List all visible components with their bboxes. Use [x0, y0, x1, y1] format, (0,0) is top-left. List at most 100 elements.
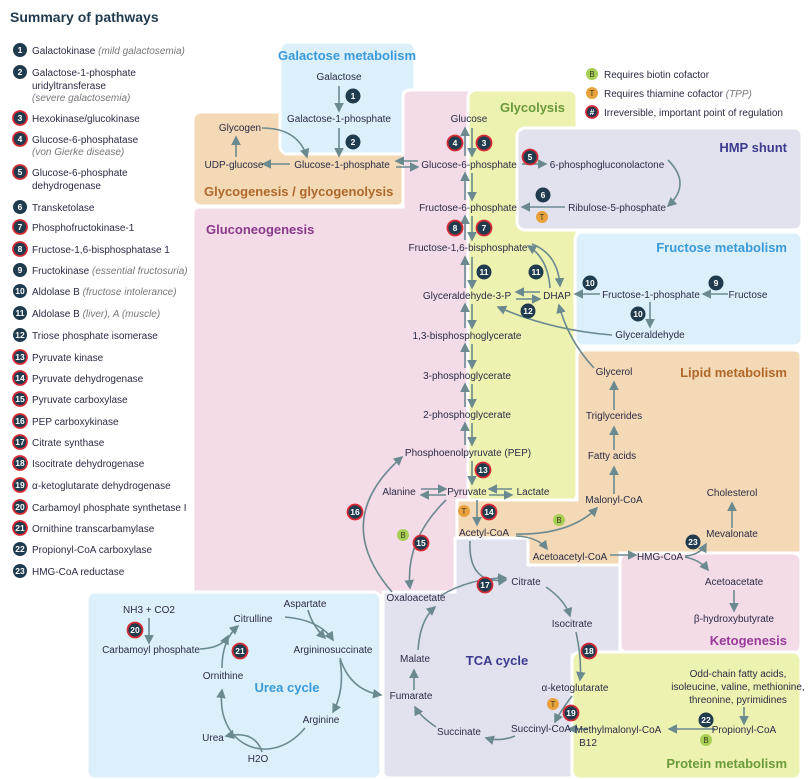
legend-thiamine: Requires thiamine cofactor (TPP): [604, 89, 752, 100]
svg-text:2: 2: [18, 67, 23, 77]
metabolite-malonyl-coa: Malonyl-CoA: [585, 495, 643, 506]
region-title-glycogen: Glycogenesis / glycogenolysis: [204, 184, 393, 199]
enzyme-number-badge: 11: [13, 306, 27, 320]
region-title-hmp: HMP shunt: [719, 140, 787, 155]
enzyme-number-badge: 13: [12, 349, 28, 365]
enzyme-number-badge: 6: [13, 200, 27, 214]
metabolite-methylmalonyl-coa: Methylmalonyl-CoA: [575, 725, 662, 736]
thiamine-badge: T: [536, 211, 548, 223]
enzyme-badge-5: 5: [521, 148, 539, 166]
enzyme-name: Citrate synthase: [32, 438, 105, 449]
region-title-glycolysis: Glycolysis: [500, 100, 565, 115]
svg-text:1: 1: [351, 91, 356, 101]
metabolite-2-phosphoglycerate: 2-phosphoglycerate: [423, 410, 511, 421]
svg-text:12: 12: [523, 306, 533, 316]
enzyme-name: Fructokinase (essential fructosuria): [32, 266, 188, 277]
metabolite-citrulline: Citrulline: [234, 614, 273, 625]
enzyme-name: Glucose-6-phosphatase: [32, 135, 139, 146]
metabolite-lactate: Lactate: [517, 487, 550, 498]
metabolite-glucose: Glucose: [451, 114, 488, 125]
svg-text:5: 5: [18, 167, 23, 177]
svg-text:B: B: [400, 531, 405, 540]
svg-text:6: 6: [18, 202, 23, 212]
metabolite-triglycerides: Triglycerides: [586, 411, 642, 422]
svg-text:10: 10: [15, 286, 25, 296]
enzyme-badge-17: 17: [476, 576, 494, 594]
svg-text:9: 9: [18, 265, 23, 275]
region-hmp: [515, 126, 804, 232]
svg-text:23: 23: [15, 566, 25, 576]
metabolite-urea: Urea: [202, 733, 224, 744]
svg-text:3: 3: [482, 138, 487, 148]
thiamine-badge: T: [458, 505, 470, 517]
enzyme-note: (von Gierke disease): [32, 147, 124, 158]
enzyme-name: Ornithine transcarbamylase: [32, 524, 155, 535]
svg-text:1: 1: [18, 45, 23, 55]
enzyme-legend-item: 11 Aldolase B (liver), A (muscle): [13, 306, 160, 320]
region-title-fructose: Fructose metabolism: [656, 240, 787, 255]
enzyme-name: Isocitrate dehydrogenase: [32, 459, 145, 470]
svg-text:21: 21: [235, 646, 245, 656]
metabolite-succinate: Succinate: [437, 727, 481, 738]
page-title: Summary of pathways: [10, 9, 159, 25]
svg-text:18: 18: [15, 458, 25, 468]
metabolite-nh3-co2: NH3 + CO2: [123, 605, 175, 616]
enzyme-badge-11: 11: [476, 264, 492, 280]
enzyme-badge-18: 18: [580, 642, 598, 660]
metabolite-isocitrate: Isocitrate: [552, 619, 593, 630]
regulation-symbol: #: [590, 107, 595, 117]
metabolite-fumarate: Fumarate: [390, 691, 433, 702]
enzyme-number-badge: 10: [13, 284, 27, 298]
enzyme-badge-13: 13: [474, 461, 492, 479]
enzyme-number-badge: 21: [12, 520, 28, 536]
enzyme-name: Aldolase B (liver), A (muscle): [32, 309, 160, 320]
metabolite-pyruvate: Pyruvate: [447, 487, 487, 498]
enzyme-number-badge: 5: [12, 164, 28, 180]
metabolite-succinyl-coa: Succinyl-CoA: [511, 724, 571, 735]
metabolite-3-phosphoglycerate: 3-phosphoglycerate: [423, 371, 511, 382]
enzyme-name: Pyruvate carboxylase: [32, 395, 128, 406]
enzyme-badge-11: 11: [528, 264, 544, 280]
enzyme-legend-item: 17 Citrate synthase: [12, 434, 105, 450]
enzyme-number-badge: 3: [12, 110, 28, 126]
enzyme-badge-14: 14: [480, 503, 498, 521]
enzyme-name: Pyruvate kinase: [32, 353, 104, 364]
metabolite-glucose-1-phosphate: Glucose-1-phosphate: [294, 160, 390, 171]
svg-text:13: 13: [478, 465, 488, 475]
metabolite-aspartate: Aspartate: [284, 599, 327, 610]
enzyme-badge-16: 16: [346, 503, 364, 521]
metabolite-galactose-1-phosphate: Galactose-1-phosphate: [287, 114, 391, 125]
enzyme-name: Glucose-6-phosphate: [32, 168, 128, 179]
legend-biotin: Requires biotin cofactor: [604, 70, 710, 81]
enzyme-badge-8: 8: [446, 219, 464, 237]
enzyme-name: PEP carboxykinase: [32, 417, 119, 428]
metabolite-acetoacetyl-coa: Acetoacetyl-CoA: [533, 552, 608, 563]
metabolite-ribulose-5-phosphate: Ribulose-5-phosphate: [568, 203, 666, 214]
svg-text:11: 11: [480, 267, 489, 277]
metabolite-citrate: Citrate: [511, 577, 541, 588]
metabolite-propionyl-coa: Propionyl-CoA: [712, 725, 777, 736]
enzyme-name: HMG-CoA reductase: [32, 567, 125, 578]
enzyme-name: α-ketoglutarate dehydrogenase: [32, 481, 171, 492]
metabolite-malate: Malate: [400, 654, 430, 665]
svg-text:17: 17: [480, 580, 490, 590]
svg-text:20: 20: [130, 625, 140, 635]
enzyme-badge-4: 4: [446, 134, 464, 152]
enzyme-number-badge: 18: [12, 455, 28, 471]
metabolite-acetoacetate: Acetoacetate: [705, 577, 764, 588]
metabolites: Galactose Galactose-1-phosphate Glucose-…: [102, 72, 805, 765]
svg-text:16: 16: [350, 507, 360, 517]
enzyme-name: Triose phosphate isomerase: [32, 331, 158, 342]
svg-text:14: 14: [15, 373, 25, 383]
enzyme-legend-item: 23 HMG-CoA reductase: [13, 564, 125, 578]
region-title-urea: Urea cycle: [254, 680, 319, 695]
svg-text:9: 9: [714, 278, 719, 288]
metabolite-alanine: Alanine: [382, 487, 416, 498]
enzyme-name: Pyruvate dehydrogenase: [32, 374, 144, 385]
svg-text:17: 17: [15, 437, 25, 447]
